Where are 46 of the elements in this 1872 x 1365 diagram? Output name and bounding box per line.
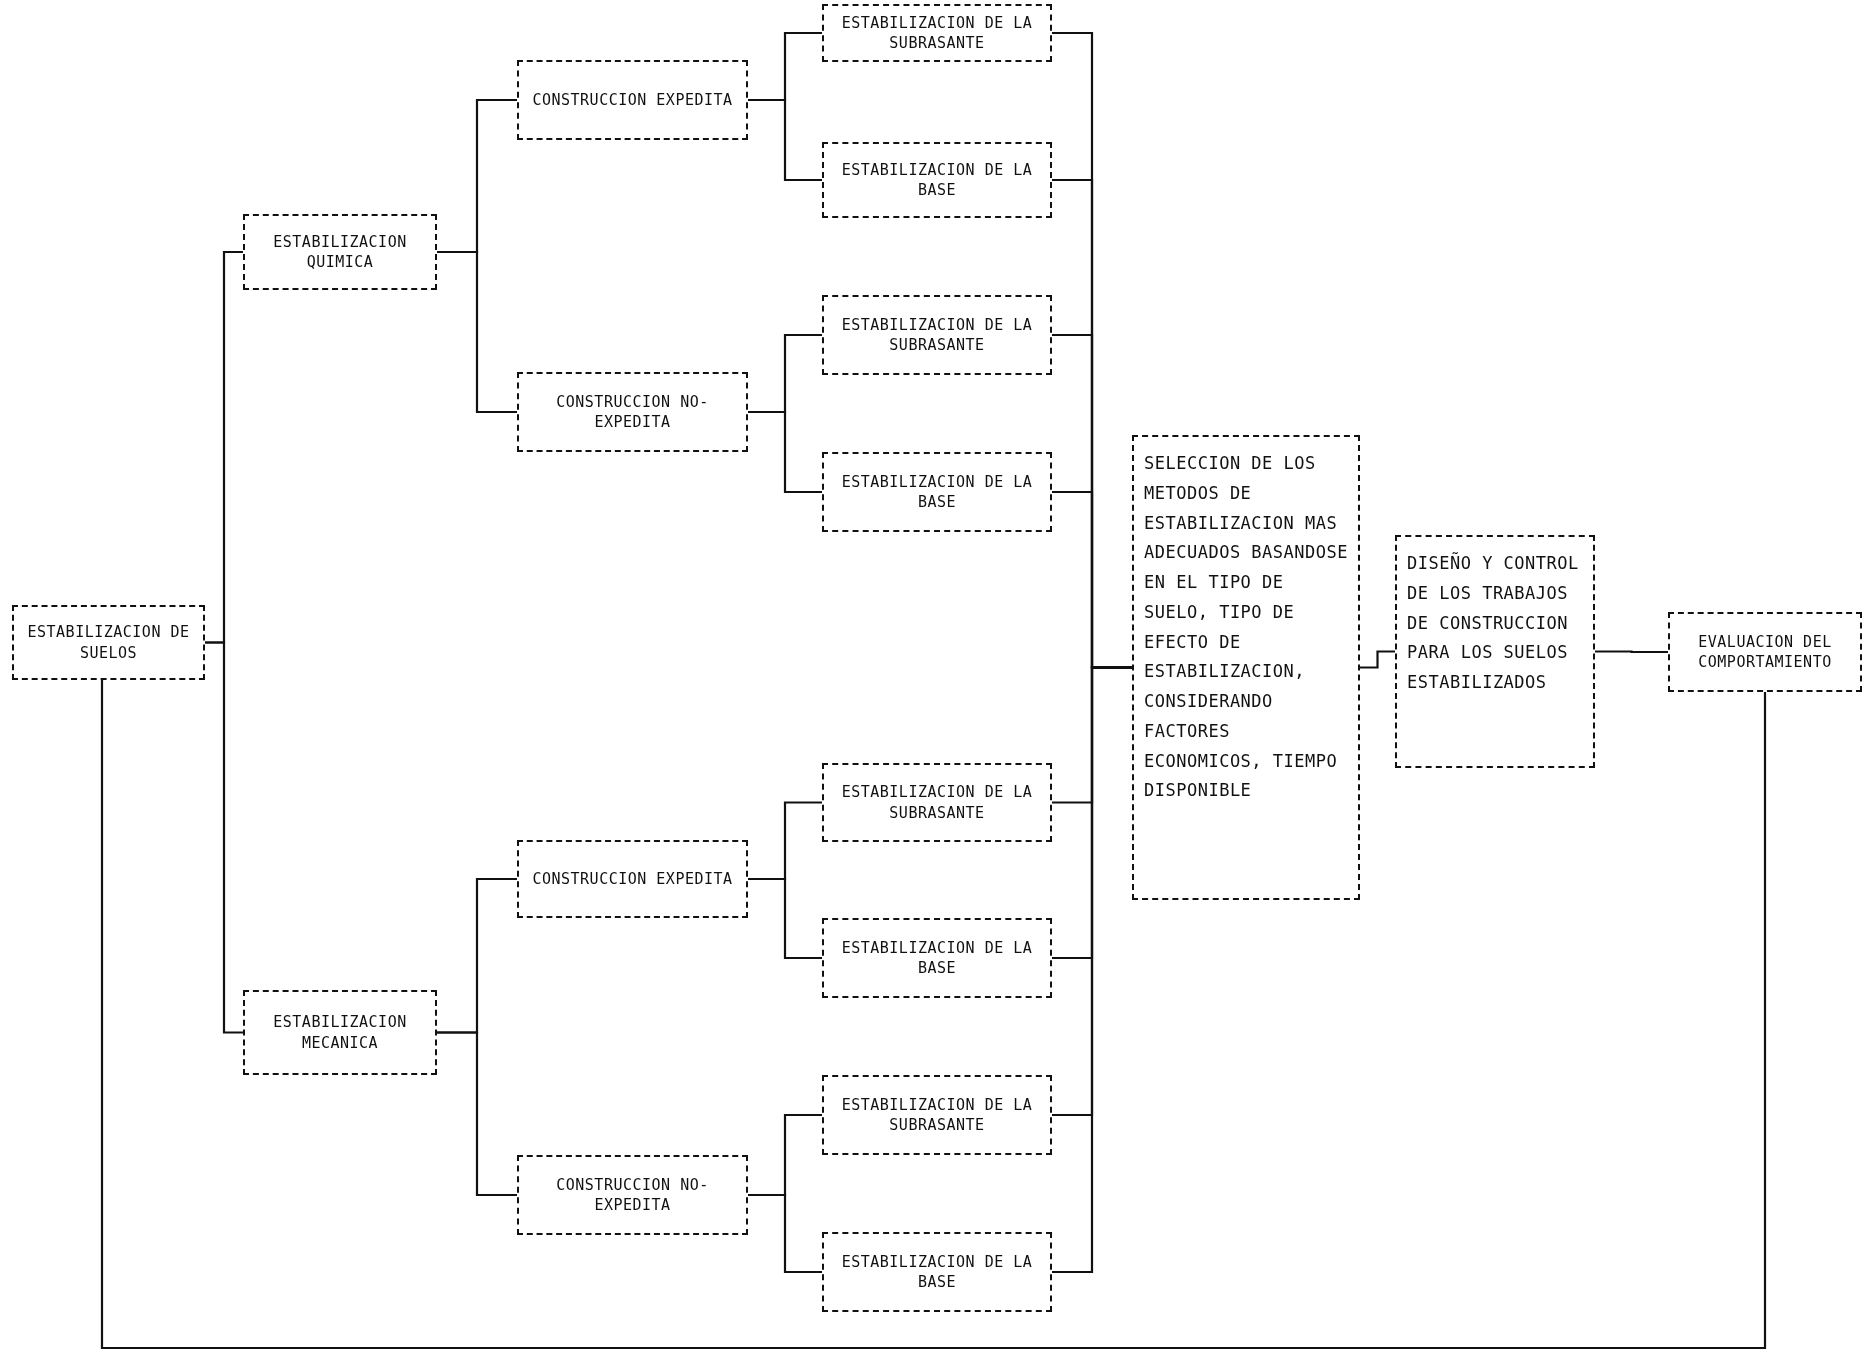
box-label: CONSTRUCCION EXPEDITA: [532, 89, 733, 111]
box-label: ESTABILIZACION DE LA SUBRASANTE: [840, 782, 1034, 823]
process-box: [517, 1155, 748, 1235]
process-box: [822, 4, 1052, 62]
connector-line: [100, 680, 1767, 1350]
process-box: [822, 918, 1052, 998]
process-box: [517, 60, 748, 140]
process-box: [243, 990, 437, 1075]
process-box: [12, 605, 205, 680]
process-box: [517, 372, 748, 452]
connector-line: [748, 410, 822, 494]
box-label: ESTABILIZACION DE LA BASE: [840, 159, 1034, 201]
connector-line: [437, 250, 517, 414]
connector-line: [748, 877, 822, 960]
connector-line: [1595, 650, 1668, 654]
process-box: [1668, 612, 1862, 692]
process-box: [1395, 535, 1595, 768]
process-box: [822, 295, 1052, 375]
box-label: CONSTRUCCION EXPEDITA: [532, 868, 733, 890]
connector-line: [1360, 650, 1395, 669]
box-label: CONSTRUCCION NO-EXPEDITA: [555, 1174, 710, 1216]
connector-line: [748, 1193, 822, 1274]
process-box: [822, 763, 1052, 842]
box-label: ESTABILIZACION DE LA BASE: [840, 471, 1034, 513]
box-label: ESTABILIZACION QUIMICA: [272, 231, 408, 273]
box-label: ESTABILIZACION DE SUELOS: [26, 622, 191, 663]
process-box: [822, 142, 1052, 218]
process-box: [822, 1075, 1052, 1155]
box-label: ESTABILIZACION DE LA BASE: [840, 937, 1034, 979]
process-box: [517, 840, 748, 918]
process-box: [822, 452, 1052, 532]
box-label: SELECCION DE LOS METODOS DE ESTABILIZACION MAS ADECUADOS BASANDOSE EN EL TIPO DE SUELO, TIPO DE EFECTO DE ESTABILIZACION, CONSIDERANDO FACTORES ECONOMICOS, TIEMPO DISPONIBLE: [1144, 452, 1348, 803]
box-label: ESTABILIZACION DE LA SUBRASANTE: [840, 314, 1034, 356]
box-label: ESTABILIZACION DE LA SUBRASANTE: [840, 12, 1034, 54]
process-box: [243, 214, 437, 290]
box-label: ESTABILIZACION DE LA BASE: [840, 1251, 1034, 1293]
box-label: ESTABILIZACION MECANICA: [272, 1012, 408, 1053]
box-label: CONSTRUCCION NO-EXPEDITA: [555, 391, 710, 433]
box-label: EVALUACION DEL COMPORTAMIENTO: [1697, 631, 1833, 673]
box-label: ESTABILIZACION DE LA SUBRASANTE: [840, 1094, 1034, 1136]
connector-line: [205, 641, 243, 1034]
connector-line: [437, 1031, 517, 1197]
process-box: [822, 1232, 1052, 1312]
process-box: [1132, 435, 1360, 900]
box-label: DISEÑO Y CONTROL DE LOS TRABAJOS DE CONSTRUCCION PARA LOS SUELOS ESTABILIZADOS: [1407, 551, 1580, 694]
connector-line: [748, 98, 822, 182]
